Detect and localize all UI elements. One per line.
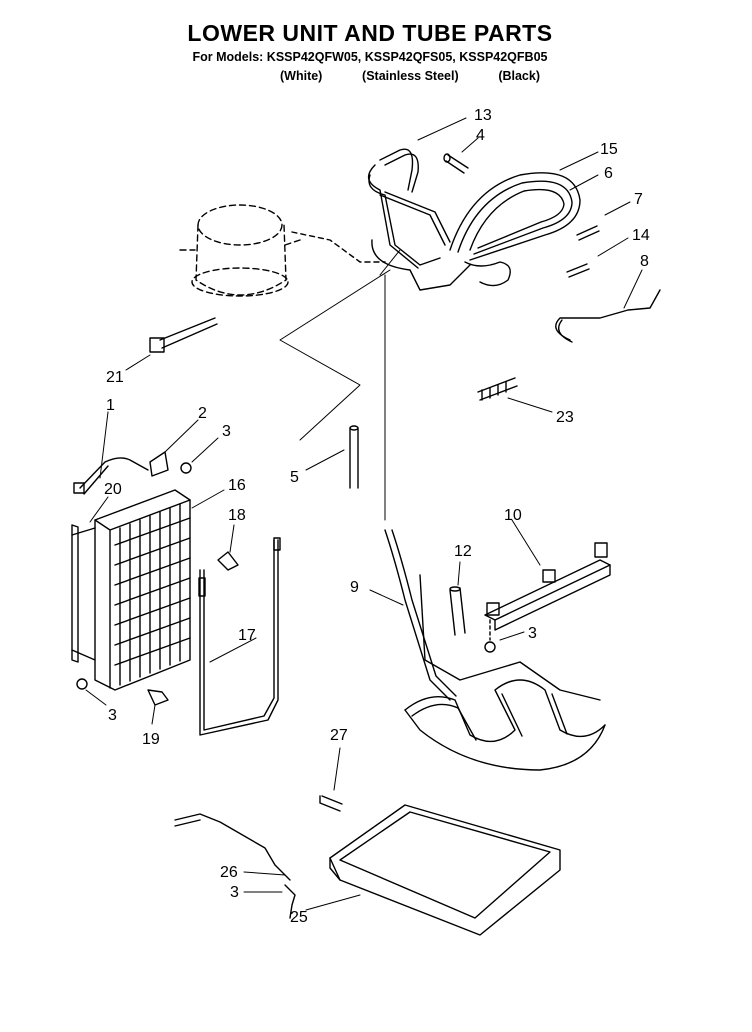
callout-13: 13 [474, 107, 492, 124]
variant-black: (Black) [498, 69, 540, 83]
callout-15: 15 [600, 141, 618, 158]
callout-20: 20 [104, 481, 122, 498]
tube-17 [198, 537, 281, 736]
callout-17: 17 [238, 627, 256, 644]
drain-tube-9 [384, 529, 457, 701]
callout-3b: 3 [528, 625, 537, 642]
condenser-16 [94, 489, 191, 691]
tube-5 [349, 425, 359, 489]
variant-white: (White) [280, 69, 323, 83]
coil-loop-15 [449, 172, 581, 287]
drain-pan-25 [329, 804, 561, 936]
callout-2: 2 [198, 405, 207, 422]
model-list: For Models: KSSP42QFW05, KSSP42QFS05, KS… [192, 50, 548, 64]
callout-5: 5 [290, 469, 299, 486]
callout-14: 14 [632, 227, 650, 244]
callout-25: 25 [290, 909, 308, 926]
color-variants: (White) (Stainless Steel) (Black) [280, 69, 540, 83]
leader-lines [85, 117, 643, 911]
compressor-tubing [291, 231, 386, 263]
callout-26: 26 [220, 864, 238, 881]
clip-19 [147, 689, 169, 706]
callout-10: 10 [504, 507, 522, 524]
callout-6: 6 [604, 165, 613, 182]
heater-coil [404, 574, 606, 771]
short-tube-4 [443, 153, 469, 174]
callout-9: 9 [350, 579, 359, 596]
callout-3: 3 [222, 423, 231, 440]
wire-8 [555, 289, 661, 341]
screw-3-bottom [284, 884, 296, 919]
page-title: LOWER UNIT AND TUBE PARTS [187, 20, 553, 46]
tube-assembly-13 [367, 148, 471, 291]
bracket-10 [484, 542, 611, 631]
callout-3d: 3 [230, 884, 239, 901]
screw-3 [180, 462, 192, 474]
tube-12 [449, 586, 466, 636]
callout-4: 4 [476, 127, 485, 144]
bracket-2 [149, 451, 169, 477]
compressor-outline [179, 204, 301, 297]
zip-tie-21 [149, 317, 218, 353]
callout-8: 8 [640, 253, 649, 270]
callout-12: 12 [454, 543, 472, 560]
screw-3-mid [484, 641, 496, 653]
callout-7: 7 [634, 191, 643, 208]
frame-20 [71, 524, 79, 663]
short-tube-14 [566, 263, 590, 278]
callout-16: 16 [228, 477, 246, 494]
variant-stainless: (Stainless Steel) [362, 69, 459, 83]
screw-3-lower [76, 678, 88, 690]
callout-1: 1 [106, 397, 115, 414]
clip-18 [217, 551, 239, 571]
cord-1 [79, 457, 149, 495]
clip-23 [477, 377, 518, 401]
foam-27 [319, 795, 343, 812]
callout-19: 19 [142, 731, 160, 748]
callout-numbers: 13 4 15 6 7 14 8 21 23 1 2 3 5 20 16 18 … [104, 107, 650, 926]
callout-18: 18 [228, 507, 246, 524]
callout-23: 23 [556, 409, 574, 426]
callout-21: 21 [106, 369, 124, 386]
rod-26 [174, 813, 291, 881]
callout-3c: 3 [108, 707, 117, 724]
callout-27: 27 [330, 727, 348, 744]
short-tube-7 [576, 225, 600, 241]
